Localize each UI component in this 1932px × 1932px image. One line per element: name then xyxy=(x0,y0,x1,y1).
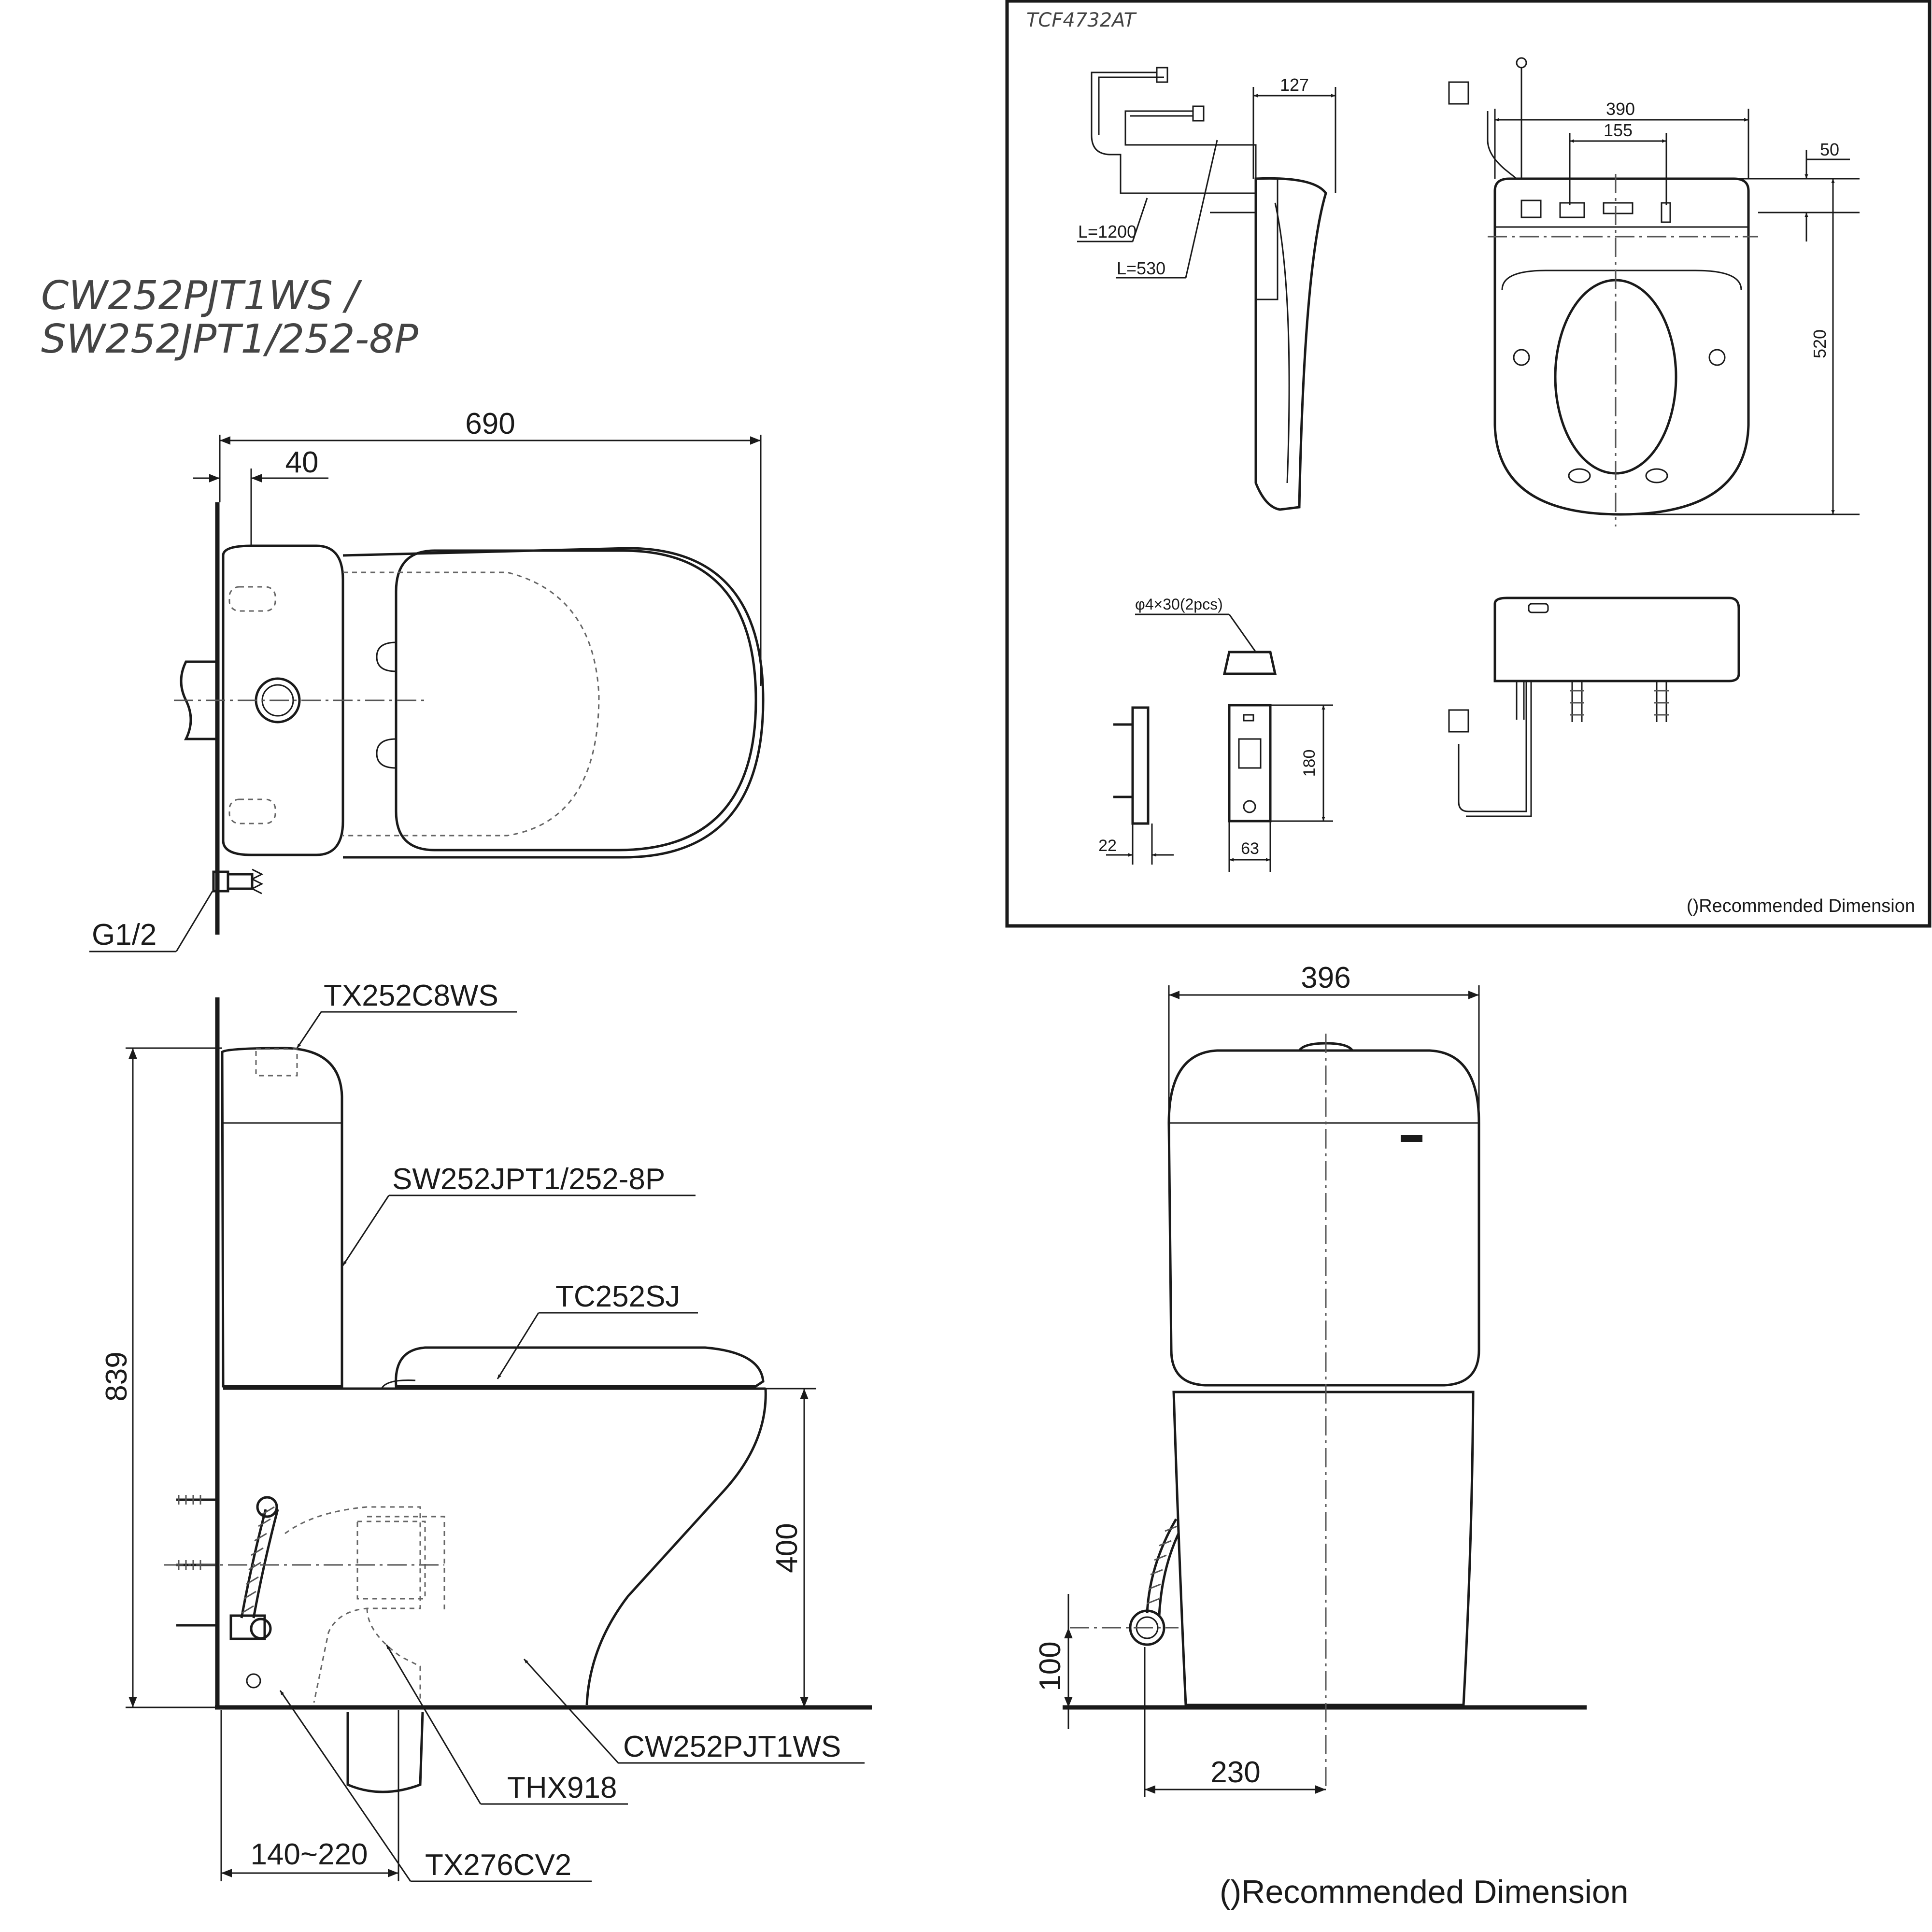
model-title-line1: CW252PJT1WS / xyxy=(41,273,362,319)
label-inlet-thread: G1/2 xyxy=(92,918,156,952)
label-flange: THX918 xyxy=(507,1771,617,1804)
label-cord-long: L=1200 xyxy=(1078,222,1136,242)
dim-inlet-height: 100 xyxy=(1034,1641,1067,1691)
dim-inset-length: 520 xyxy=(1810,329,1830,358)
dim-seat-height: 400 xyxy=(770,1523,804,1573)
dim-side-height: 839 xyxy=(100,1351,133,1401)
dim-inset-width: 390 xyxy=(1606,99,1635,119)
inset-panel: TCF4732AT 127 L=1200 L=530 xyxy=(1005,0,1932,928)
dim-inset-offset: 50 xyxy=(1820,140,1839,159)
model-title-line2: SW252JPT1/252-8P xyxy=(41,316,418,362)
dim-front-width: 396 xyxy=(1301,961,1350,994)
label-valve: TX276CV2 xyxy=(425,1848,571,1882)
side-view: 839 400 140~220 TX252C8WS SW252JPT1/252-… xyxy=(100,979,872,1882)
label-tank: SW252JPT1/252-8P xyxy=(392,1163,665,1196)
inset-recommended-note: ()Recommended Dimension xyxy=(1687,896,1915,916)
dim-inlet-offset: 230 xyxy=(1210,1756,1260,1789)
front-view: 396 100 230 xyxy=(1034,961,1587,1797)
inset-model: TCF4732AT xyxy=(1026,9,1137,31)
label-seat: TC252SJ xyxy=(555,1280,680,1313)
label-tank-lid: TX252C8WS xyxy=(324,979,498,1012)
dim-inset-hole-spacing: 155 xyxy=(1604,120,1633,140)
dim-top-wall: 40 xyxy=(285,446,319,479)
label-screws: φ4×30(2pcs) xyxy=(1135,596,1223,613)
recommended-dimension-note: ()Recommended Dimension xyxy=(1220,1874,1629,1910)
dim-inset-depth: 127 xyxy=(1280,75,1309,95)
label-cord-short: L=530 xyxy=(1117,258,1165,278)
dim-plate-thickness: 22 xyxy=(1098,837,1117,855)
dim-roughin: 140~220 xyxy=(250,1838,368,1871)
label-bowl: CW252PJT1WS xyxy=(623,1730,841,1763)
top-view: 690 40 G1/2 xyxy=(89,407,765,952)
dim-plate-height: 180 xyxy=(1300,750,1319,777)
dim-plate-width: 63 xyxy=(1241,839,1259,858)
dim-top-overall: 690 xyxy=(465,407,515,440)
